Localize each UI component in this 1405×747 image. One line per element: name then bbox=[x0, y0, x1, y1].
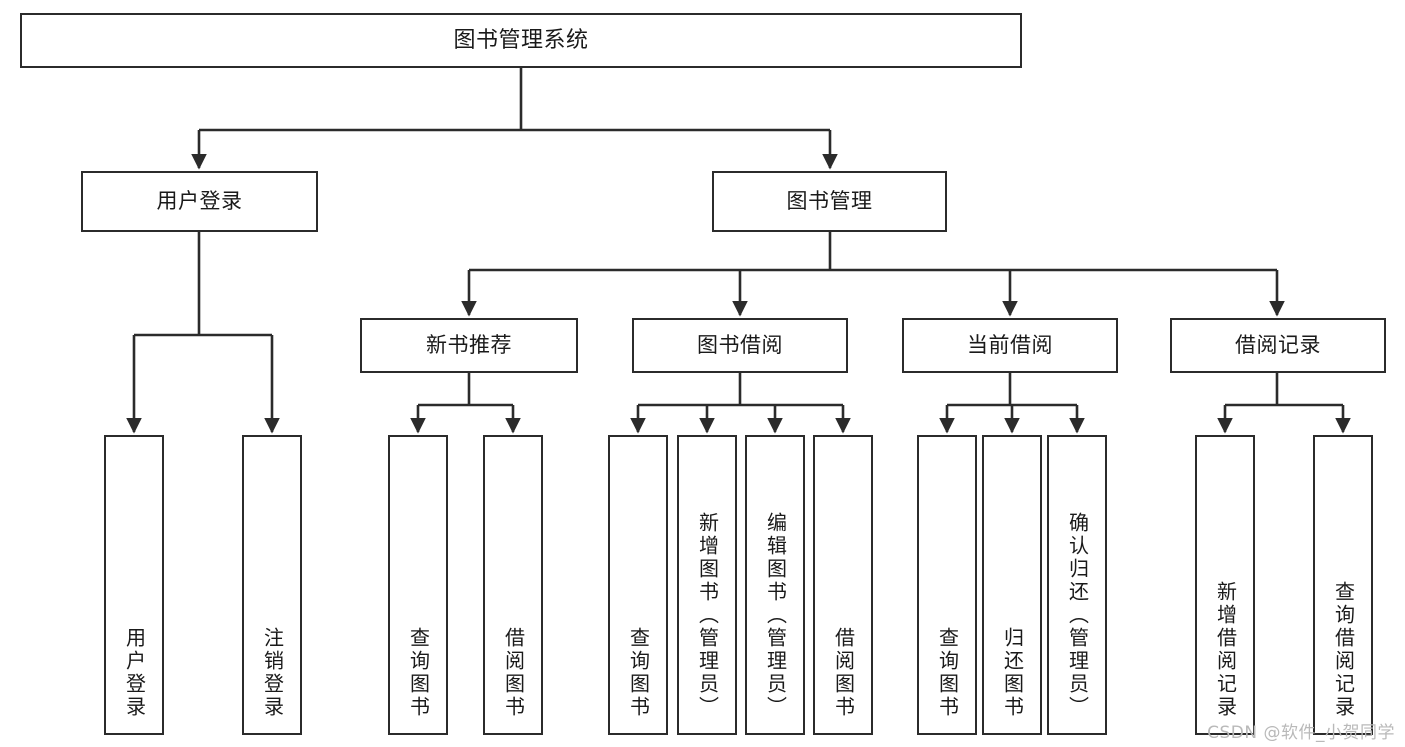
node-label: 新书推荐 bbox=[426, 333, 512, 358]
leaf-current-return-book[interactable]: 归还图书 bbox=[982, 435, 1042, 735]
node-borrow-records[interactable]: 借阅记录 bbox=[1170, 318, 1386, 373]
leaf-label: 查询图书 bbox=[935, 627, 960, 719]
leaf-user-login-login[interactable]: 用户登录 bbox=[104, 435, 164, 735]
node-label: 图书管理系统 bbox=[453, 27, 589, 53]
leaf-borrow-edit-book-admin[interactable]: 编辑图书（管理员） bbox=[745, 435, 805, 735]
node-label: 用户登录 bbox=[156, 189, 243, 214]
leaf-label: 编辑图书（管理员） bbox=[763, 512, 788, 719]
node-current-borrow[interactable]: 当前借阅 bbox=[902, 318, 1118, 373]
leaf-records-add-record[interactable]: 新增借阅记录 bbox=[1195, 435, 1255, 735]
node-user-login[interactable]: 用户登录 bbox=[81, 171, 318, 232]
leaf-new-book-query[interactable]: 查询图书 bbox=[388, 435, 448, 735]
node-label: 借阅记录 bbox=[1235, 333, 1321, 358]
node-book-borrow[interactable]: 图书借阅 bbox=[632, 318, 848, 373]
leaf-borrow-borrow-book[interactable]: 借阅图书 bbox=[813, 435, 873, 735]
leaf-label: 查询图书 bbox=[406, 627, 431, 719]
leaf-label: 归还图书 bbox=[1000, 627, 1025, 719]
leaf-borrow-add-book-admin[interactable]: 新增图书（管理员） bbox=[677, 435, 737, 735]
leaf-label: 确认归还（管理员） bbox=[1065, 512, 1090, 719]
node-label: 图书管理 bbox=[786, 189, 873, 214]
leaf-records-query-record[interactable]: 查询借阅记录 bbox=[1313, 435, 1373, 735]
node-book-management[interactable]: 图书管理 bbox=[712, 171, 947, 232]
leaf-label: 查询借阅记录 bbox=[1331, 581, 1356, 719]
leaf-current-query-book[interactable]: 查询图书 bbox=[917, 435, 977, 735]
leaf-label: 新增图书（管理员） bbox=[695, 512, 720, 719]
leaf-label: 注销登录 bbox=[260, 627, 285, 719]
leaf-label: 用户登录 bbox=[122, 627, 147, 719]
node-new-book-recommend[interactable]: 新书推荐 bbox=[360, 318, 578, 373]
leaf-current-confirm-return-admin[interactable]: 确认归还（管理员） bbox=[1047, 435, 1107, 735]
leaf-label: 查询图书 bbox=[626, 627, 651, 719]
node-root-system[interactable]: 图书管理系统 bbox=[20, 13, 1022, 68]
csdn-watermark: CSDN @软件_小贺同学 bbox=[1207, 723, 1395, 743]
node-label: 当前借阅 bbox=[967, 333, 1053, 358]
leaf-borrow-query-book[interactable]: 查询图书 bbox=[608, 435, 668, 735]
node-label: 图书借阅 bbox=[697, 333, 783, 358]
leaf-label: 借阅图书 bbox=[501, 627, 526, 719]
leaf-label: 借阅图书 bbox=[831, 627, 856, 719]
leaf-label: 新增借阅记录 bbox=[1213, 581, 1238, 719]
leaf-new-book-borrow[interactable]: 借阅图书 bbox=[483, 435, 543, 735]
leaf-user-login-logout[interactable]: 注销登录 bbox=[242, 435, 302, 735]
